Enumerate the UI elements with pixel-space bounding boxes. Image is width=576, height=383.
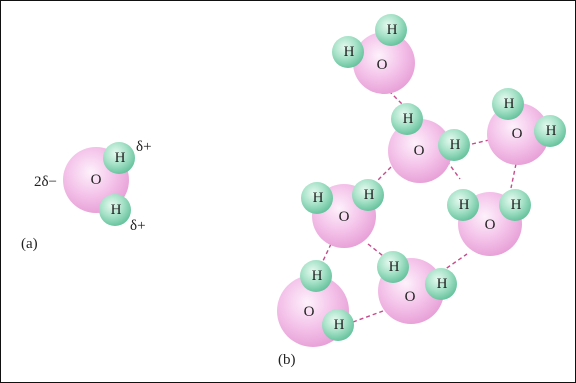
hydrogen-bond <box>383 85 405 107</box>
hydrogen-atom-a1 <box>103 142 135 174</box>
hydrogen-bond <box>471 139 490 145</box>
hydrogen-label: H <box>334 317 345 333</box>
hydrogen-atom <box>300 260 332 292</box>
water-molecule-7: O H H <box>377 251 457 324</box>
hydrogen-label: H <box>389 259 400 275</box>
water-molecule-6: O H H <box>277 260 354 347</box>
water-molecule-4: O H H <box>301 179 384 248</box>
partial-positive-charge-label-top: δ+ <box>136 139 152 155</box>
hydrogen-label: H <box>364 187 375 203</box>
oxygen-atom <box>353 32 415 94</box>
hydrogen-atom <box>322 309 354 341</box>
oxygen-label: O <box>414 143 425 159</box>
oxygen-atom <box>388 119 452 183</box>
hydrogen-bond <box>321 243 332 264</box>
hydrogen-atom <box>301 182 333 214</box>
hydrogen-label: H <box>450 137 461 153</box>
hydrogen-atom <box>447 189 479 221</box>
hydrogen-atom <box>377 251 409 283</box>
partial-negative-charge-label: 2δ− <box>34 174 57 190</box>
hydrogen-label: H <box>313 190 324 206</box>
water-molecule-2: O H H <box>388 103 470 183</box>
single-water-molecule: O H H <box>63 142 135 226</box>
hydrogen-bond <box>352 310 384 323</box>
hydrogen-label: H <box>344 44 355 60</box>
hydrogen-bond <box>440 253 468 273</box>
hydrogen-label: H <box>437 276 448 292</box>
hydrogen-atom <box>391 103 423 135</box>
water-molecule-3: O H H <box>487 88 566 165</box>
hydrogen-bond <box>510 163 517 189</box>
hydrogen-atom <box>352 179 384 211</box>
hydrogen-label: H <box>111 202 122 218</box>
oxygen-label: O <box>91 172 102 188</box>
hydrogen-atom <box>375 14 407 46</box>
oxygen-label: O <box>405 289 416 305</box>
hydrogen-atom <box>492 88 524 120</box>
oxygen-label: O <box>377 57 388 73</box>
oxygen-label: O <box>512 126 523 142</box>
hydrogen-atom <box>425 268 457 300</box>
hydrogen-label: H <box>511 197 522 213</box>
hydrogen-label: H <box>546 123 557 139</box>
hydrogen-label: H <box>387 22 398 38</box>
hydrogen-label: H <box>312 268 323 284</box>
hydrogen-atom <box>438 129 470 161</box>
panel-b-label: (b) <box>278 352 296 368</box>
hydrogen-label: H <box>403 111 414 127</box>
hydrogen-atom <box>534 115 566 147</box>
hydrogen-atom <box>332 36 364 68</box>
oxygen-label: O <box>339 209 350 225</box>
oxygen-label: O <box>485 217 496 233</box>
oxygen-label: O <box>304 304 315 320</box>
water-molecule-5: O H H <box>447 189 531 256</box>
hydrogen-label: H <box>459 197 470 213</box>
hydrogen-atom-a2 <box>99 194 131 226</box>
water-molecule-1: O H H <box>332 14 415 94</box>
hydrogen-label: H <box>504 96 515 112</box>
panel-a-label: (a) <box>21 236 38 252</box>
partial-positive-charge-label-bottom: δ+ <box>130 218 146 234</box>
hydrogen-atom <box>499 189 531 221</box>
hydrogen-label: H <box>115 150 126 166</box>
